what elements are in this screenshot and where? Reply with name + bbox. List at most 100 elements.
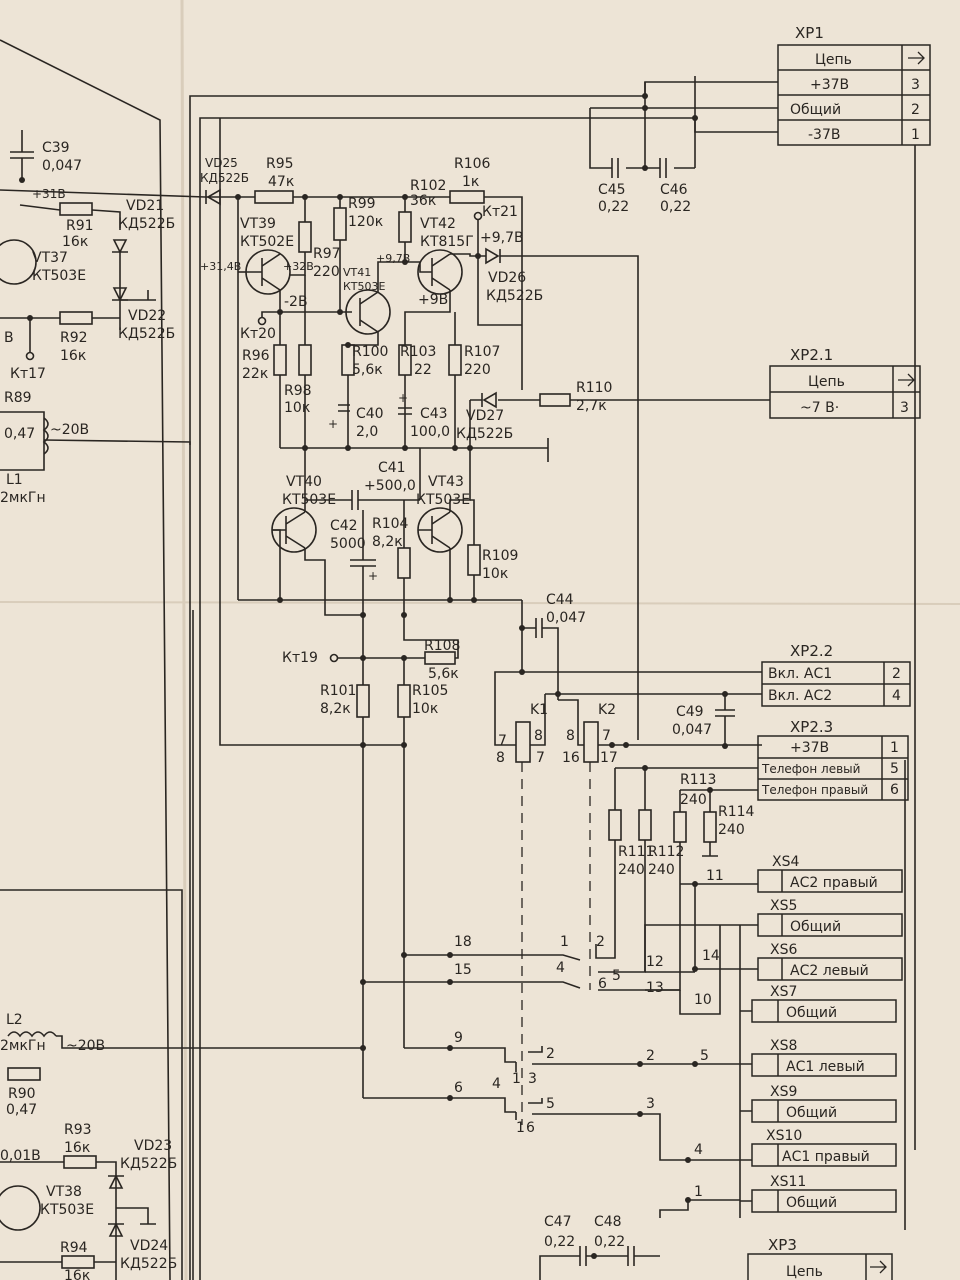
schematic-label: Общий (790, 919, 841, 935)
resistor-r101 (356, 684, 370, 718)
resistor-r97: R97 (313, 246, 341, 262)
schematic-label: Общий (786, 1005, 837, 1021)
schematic-label: 1 (890, 740, 899, 756)
schematic-label: C46 (660, 182, 688, 198)
schematic-label: XP2.1 (790, 346, 833, 364)
resistor-value: 16к (60, 348, 86, 364)
schematic-label: КД522Б (200, 171, 249, 185)
schematic-label: 3 (528, 1071, 537, 1087)
schematic-label: R100 (352, 344, 388, 360)
page-edge (0, 39, 171, 1280)
capacitor-c45: C45 0,22 (598, 182, 629, 215)
connector-pin: 1 (911, 127, 920, 143)
schematic-label: КТ503Е (416, 492, 470, 508)
socket-xs9: XS9 Общий (751, 1084, 897, 1123)
transistor-vt40: VT40 КТ503Е (271, 474, 336, 553)
test-point-kt17: Кт17 (10, 366, 46, 382)
schematic-label: 240 (718, 822, 745, 838)
schematic-label: 0,047 (672, 722, 712, 738)
schematic-label: C47 (544, 1214, 572, 1230)
resistor-r98 (298, 344, 312, 376)
schematic-label: R107 (464, 344, 500, 360)
schematic-label: 2,0 (356, 424, 378, 440)
resistor-r114 (703, 811, 717, 843)
schematic-label: 5000 (330, 536, 366, 552)
resistor-r107 (448, 344, 462, 376)
schematic-label: КД522Б (486, 288, 543, 304)
schematic-label: XS8 (770, 1038, 797, 1054)
schematic-label: 0,22 (594, 1234, 625, 1250)
capacitor-c41: C41 +500,0 (364, 460, 416, 494)
capacitor-c44: C44 0,047 (519, 592, 586, 700)
connector-xp1: XP1 Цепь +37В 3 Общий 2 -37В 1 (777, 24, 931, 146)
schematic-label: 240 (680, 792, 707, 808)
schematic-label: XP3 (768, 1236, 797, 1254)
schematic-label: 0,047 (42, 158, 82, 174)
connector-row-label: Общий (790, 102, 841, 118)
resistor-r89: R89 (4, 390, 32, 406)
schematic-label: 8 (534, 728, 543, 744)
schematic-label: VT40 (286, 474, 322, 490)
schematic-label: L1 (6, 472, 23, 488)
resistor-r99: R99 (348, 196, 376, 212)
schematic-label: 13 (646, 980, 664, 996)
schematic-label: C45 (598, 182, 626, 198)
capacitor-c48: C48 0,22 (594, 1214, 625, 1250)
resistor-r96 (273, 344, 287, 376)
schematic-label: R95 (266, 156, 294, 172)
schematic-label: C48 (594, 1214, 622, 1230)
schematic-label: 3 (900, 400, 909, 416)
schematic-label: 0,22 (598, 199, 629, 215)
schematic-label: XS6 (770, 942, 797, 958)
schematic-label: КТ502Е (240, 234, 294, 250)
transistor-vt37: VT37 КТ503Е (0, 239, 86, 285)
connector-header: Цепь (815, 52, 852, 68)
relay-k2: K2 8 7 16 17 (558, 699, 762, 766)
schematic-label: КД522Б (118, 326, 175, 342)
schematic-label: ~7 В· (800, 400, 839, 416)
schematic-label: 22 (414, 362, 432, 378)
schematic-label: XS11 (770, 1174, 806, 1190)
schematic-label: 47к (268, 174, 294, 190)
schematic-label: 10 (694, 992, 712, 1008)
schematic-label: 0,22 (660, 199, 691, 215)
schematic-label: XS7 (770, 984, 797, 1000)
connector-pin: 2 (911, 102, 920, 118)
schematic-label: C41 (378, 460, 406, 476)
schematic-label: K2 (598, 702, 616, 718)
schematic-label: R90 (8, 1086, 36, 1102)
schematic-label: 4 (556, 960, 565, 976)
voltage-label: ~20В (50, 422, 89, 438)
diode-vd21: VD21 КД522Б (112, 198, 175, 254)
capacitor-c43: C43 100,0 + (398, 391, 450, 440)
diode-vd26: VD26 КД522Б (485, 247, 543, 304)
inductor-l1: L1 2мкГн (0, 472, 46, 506)
resistor-r109 (467, 544, 481, 576)
schematic-label: 8,2к (372, 534, 403, 550)
schematic-label: 5,6к (352, 362, 383, 378)
schematic-label: VD27 (466, 408, 504, 424)
capacitor-c40: C40 2,0 + (328, 404, 384, 440)
schematic-label: АС1 правый (782, 1149, 870, 1165)
schematic-label: VT42 (420, 216, 456, 232)
schematic-label: XP2.3 (790, 718, 833, 736)
schematic-label: 4 (892, 688, 901, 704)
resistor-r106 (449, 190, 485, 204)
schematic-label: Вкл. АС1 (768, 666, 832, 682)
resistor-r111 (608, 809, 622, 841)
connector-ref: XP1 (795, 24, 824, 42)
capacitor-c49: C49 0,047 (672, 691, 735, 749)
test-point-kt20: Кт19 (282, 650, 318, 666)
schematic-label: Общий (786, 1105, 837, 1121)
schematic-label: КД522Б (456, 426, 513, 442)
connector-pin: 3 (911, 77, 920, 93)
diode-vd23: VD23 КД522Б (108, 1138, 177, 1189)
connector-row-label: +37В (810, 77, 849, 93)
schematic-label: 2 (892, 666, 901, 682)
socket-xs7: XS7 Общий (751, 984, 897, 1023)
schematic-label: 240 (648, 862, 675, 878)
schematic-label: XS9 (770, 1084, 797, 1100)
schematic-label: R98 (284, 383, 312, 399)
schematic-label: 1к (462, 174, 479, 190)
arrow-icon (898, 373, 915, 387)
